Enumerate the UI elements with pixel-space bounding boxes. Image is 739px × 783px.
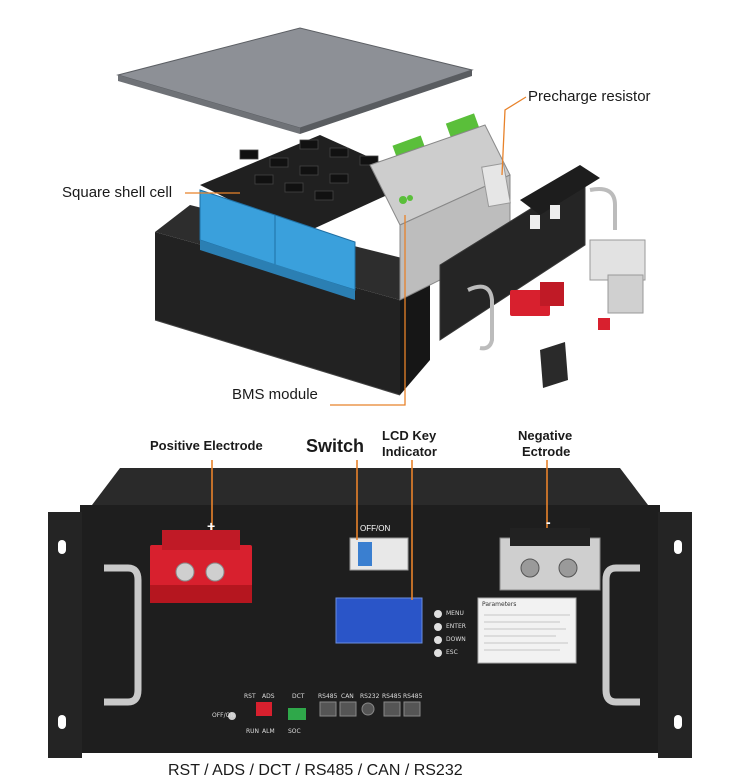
label-positive-electrode: Positive Electrode: [150, 438, 263, 453]
label-lcd-key: LCD Key: [382, 428, 437, 443]
button-label-menu: MENU: [446, 610, 464, 617]
port-label-rs232: RS232: [360, 693, 380, 700]
button-down: [434, 636, 442, 644]
can-port: [339, 701, 357, 717]
switch-text: OFF/ON: [360, 524, 391, 533]
small-soc: SOC: [288, 728, 301, 735]
label-ectrode: Ectrode: [522, 444, 571, 459]
rs485-port-3: [403, 701, 421, 717]
front-panel: [48, 468, 692, 758]
button-label-enter: ENTER: [446, 623, 466, 630]
port-label-ads: ADS: [262, 693, 275, 700]
label-bms-module: BMS module: [232, 386, 318, 403]
exploded-view: [116, 27, 646, 396]
port-label-can: CAN: [341, 693, 354, 700]
button-label-esc: ESC: [446, 649, 458, 656]
rs485-port-2: [383, 701, 401, 717]
small-run: RUN: [246, 728, 260, 735]
callout-lines-top: [185, 96, 527, 406]
button-label-down: DOWN: [446, 636, 466, 643]
small-alm: ALM: [262, 728, 275, 735]
port-label-rs485-3: RS485: [403, 693, 423, 700]
parameters-title: Parameters: [482, 601, 517, 608]
label-negative: Negative: [518, 428, 573, 443]
label-square-shell-cell: Square shell cell: [62, 184, 173, 201]
label-precharge-resistor: Precharge resistor: [528, 88, 651, 105]
handle-right: [602, 564, 640, 706]
label-indicator: Indicator: [382, 444, 437, 459]
small-offon: OFF/ON: [212, 712, 235, 719]
lcd-screen: [335, 597, 423, 644]
positive-terminal: [150, 530, 252, 603]
port-label-rst: RST: [244, 693, 256, 700]
port-label-dct: DCT: [292, 693, 305, 700]
rs485-port-1: [319, 701, 337, 717]
button-enter: [434, 623, 442, 631]
rs232-port: [361, 702, 375, 716]
parameter-label: [477, 597, 577, 664]
button-esc: [434, 649, 442, 657]
button-menu: [434, 610, 442, 618]
rst-switch: [256, 702, 272, 716]
minus-sign: -: [546, 514, 551, 530]
port-label-rs485-1: RS485: [318, 693, 338, 700]
top-lid: [116, 27, 474, 129]
plus-sign: +: [207, 518, 216, 534]
base-tray: [155, 232, 400, 395]
label-switch: Switch: [306, 436, 365, 456]
callout-lines-bottom: [211, 460, 548, 600]
handle-left: [104, 564, 142, 706]
dct-connector: [288, 708, 306, 720]
precharge-resistor: [481, 162, 511, 208]
negative-terminal: [499, 528, 601, 591]
bottom-caption: RST / ADS / DCT / RS485 / CAN / RS232: [168, 762, 463, 779]
port-label-rs485-2: RS485: [382, 693, 402, 700]
